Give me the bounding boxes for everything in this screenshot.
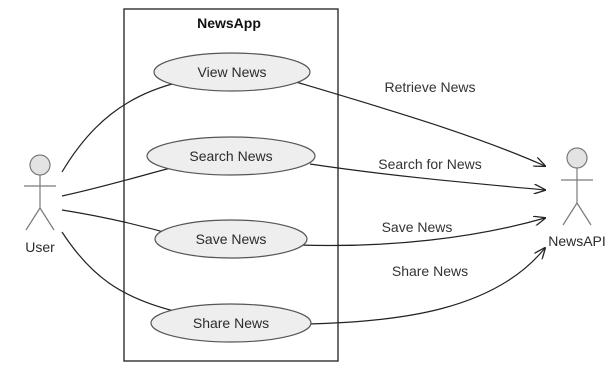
relation-label-retrieve-news: Retrieve News — [384, 79, 475, 95]
use-case-save-news: Save News — [154, 219, 308, 259]
user-share-news-link — [61, 231, 179, 313]
use-case-search-news: Search News — [146, 136, 316, 176]
search-for-news-arrow — [309, 163, 545, 190]
relation-label-search-for-news: Search for News — [378, 156, 481, 172]
system-title: NewsApp — [197, 15, 261, 31]
share-news-arrow — [305, 248, 545, 325]
use-case-view-news: View News — [153, 52, 311, 92]
newsapi-actor-label: NewsAPI — [548, 233, 606, 249]
user-search-news-link — [61, 165, 179, 197]
use-case-label: View News — [198, 64, 267, 80]
user-view-news-link — [61, 81, 181, 173]
relation-label-share-news: Share News — [392, 263, 468, 279]
save-news-arrow — [297, 218, 545, 247]
retrieve-news-arrow — [295, 81, 545, 166]
use-case-share-news: Share News — [150, 303, 312, 343]
use-case-label: Search News — [189, 148, 272, 164]
use-case-label: Share News — [193, 315, 269, 331]
relation-label-save-news: Save News — [382, 219, 453, 235]
api-associations — [295, 81, 545, 325]
user-actor-icon — [24, 154, 56, 231]
user-actor-label: User — [25, 239, 55, 255]
use-case-label: Save News — [196, 231, 267, 247]
newsapi-actor-icon — [561, 147, 593, 226]
